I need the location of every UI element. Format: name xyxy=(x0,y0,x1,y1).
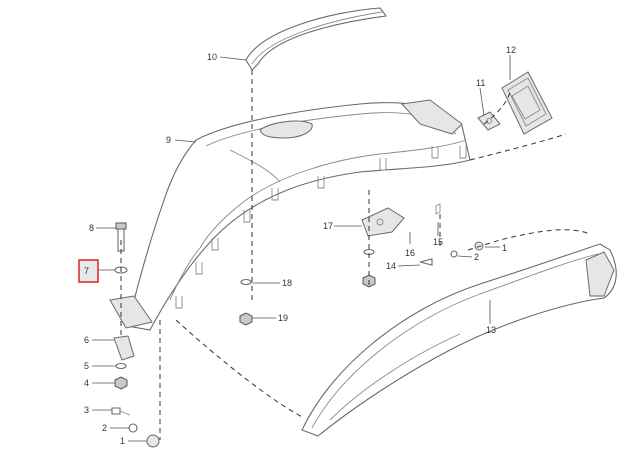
callout-10: 10 xyxy=(207,52,217,62)
leader-lines xyxy=(92,55,511,442)
part-square-plate xyxy=(501,71,553,135)
callout-15: 15 xyxy=(433,237,443,247)
callout-12: 12 xyxy=(506,45,516,55)
callout-18: 18 xyxy=(282,278,292,288)
callout-7: 7 xyxy=(84,266,89,276)
highlight-box-part-7 xyxy=(78,259,99,283)
callout-3: 3 xyxy=(84,405,89,415)
part-trim-strip xyxy=(301,243,617,437)
callout-13: 13 xyxy=(486,325,496,335)
part-handle xyxy=(245,7,388,71)
callout-9: 9 xyxy=(166,135,171,145)
callout-2-right: 2 xyxy=(474,252,479,262)
callout-14: 14 xyxy=(386,261,396,271)
assembly-lines xyxy=(120,70,591,440)
callout-19: 19 xyxy=(278,313,288,323)
callout-2-left: 2 xyxy=(102,423,107,433)
callout-labels: 10 12 11 9 8 7 17 16 15 1 2 14 18 19 13 … xyxy=(84,45,516,446)
callout-4: 4 xyxy=(84,378,89,388)
callout-6: 6 xyxy=(84,335,89,345)
callout-17: 17 xyxy=(323,221,333,231)
callout-5: 5 xyxy=(84,361,89,371)
callout-11: 11 xyxy=(476,78,485,88)
part-main-fender xyxy=(109,99,471,331)
callout-8: 8 xyxy=(89,223,94,233)
callout-1-right: 1 xyxy=(502,243,507,253)
callout-16: 16 xyxy=(405,248,415,258)
part-clip-bracket xyxy=(361,207,405,237)
part-small-bracket xyxy=(477,111,501,131)
callout-1-left: 1 xyxy=(120,436,125,446)
